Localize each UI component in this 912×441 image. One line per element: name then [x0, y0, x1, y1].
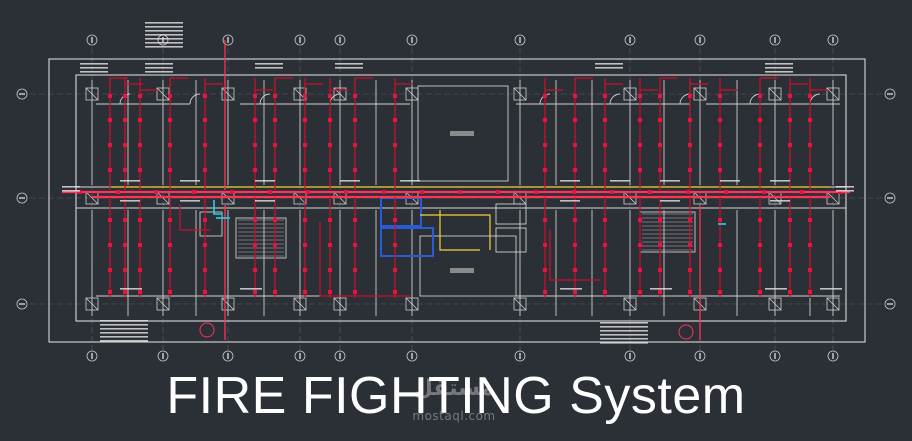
grid-bubble — [334, 34, 346, 46]
valve-symbols — [199, 322, 694, 340]
branch-pipes — [109, 40, 828, 340]
grey-blocks — [450, 131, 474, 273]
stairs — [238, 213, 693, 257]
grid-bubble — [222, 34, 234, 46]
grid-bubble — [16, 88, 28, 100]
grid-bubble — [884, 88, 896, 100]
yellow-pipe — [110, 186, 830, 251]
grid-bubble — [294, 350, 306, 362]
grid-bubble — [16, 192, 28, 204]
watermark: مستقل mostaql.com — [384, 376, 524, 423]
grid-lines — [30, 48, 885, 352]
sprinkler-heads — [78, 94, 842, 294]
grid-bubble — [694, 34, 706, 46]
grid-bubble — [769, 350, 781, 362]
grid-bubble — [514, 34, 526, 46]
grid-bubble — [406, 34, 418, 46]
grid-bubbles — [16, 34, 896, 362]
columns — [85, 87, 840, 311]
grid-bubble — [86, 350, 98, 362]
grid-bubble — [86, 34, 98, 46]
grid-bubble — [884, 298, 896, 310]
grid-bubble — [294, 34, 306, 46]
grid-bubble — [334, 350, 346, 362]
main-pipe — [62, 190, 850, 199]
grid-bubble — [827, 34, 839, 46]
annotation-marks — [62, 22, 854, 344]
grid-bubble — [769, 34, 781, 46]
grid-bubble — [884, 192, 896, 204]
building-outline — [48, 58, 866, 343]
watermark-arabic: مستقل — [413, 376, 495, 401]
grid-bubble — [624, 34, 636, 46]
grid-bubble — [157, 350, 169, 362]
pump-room — [380, 197, 434, 257]
grid-bubble — [222, 350, 234, 362]
grid-bubble — [624, 350, 636, 362]
grid-bubble — [514, 350, 526, 362]
page-title: FIRE FIGHTING System — [166, 367, 746, 425]
grid-bubble — [16, 298, 28, 310]
grid-bubble — [406, 350, 418, 362]
riser — [213, 200, 726, 225]
grid-bubble — [694, 350, 706, 362]
watermark-latin: mostaql.com — [412, 409, 496, 423]
grid-bubble — [827, 350, 839, 362]
